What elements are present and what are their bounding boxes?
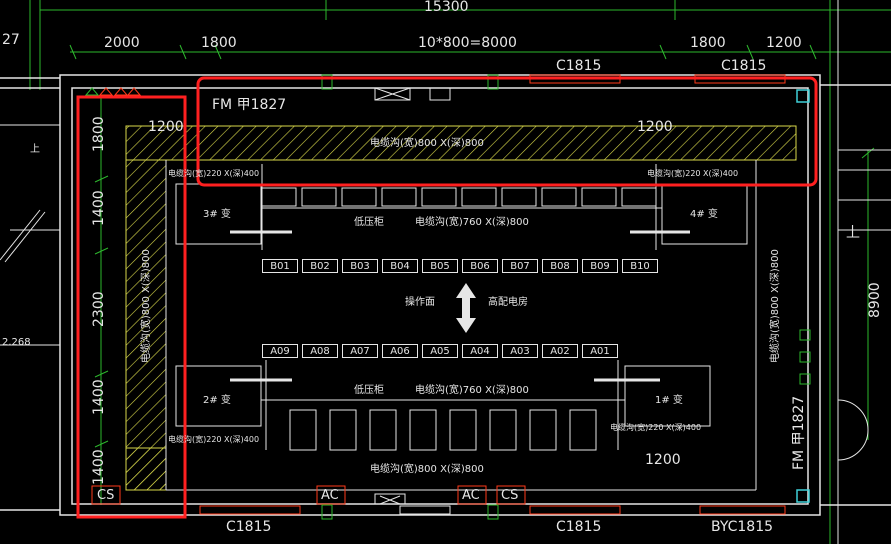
door-fm-top: FM 甲1827 bbox=[212, 97, 287, 113]
bus-b01: B01 bbox=[262, 259, 298, 273]
bus-a01: A01 bbox=[582, 344, 618, 358]
red-highlight-boxes bbox=[76, 76, 818, 519]
trench-top: 电缆沟(宽)800 X(深)800 bbox=[370, 138, 484, 149]
left-dim-1400-c: 1400 bbox=[91, 449, 107, 485]
trench-right: 电缆沟(宽)800 X(深)800 bbox=[770, 249, 781, 363]
bus-a02: A02 bbox=[542, 344, 578, 358]
bus-b02: B02 bbox=[302, 259, 338, 273]
left-dim-1800: 1800 bbox=[91, 116, 107, 152]
low-voltage-cabinet-lower: 低压柜 bbox=[354, 385, 384, 396]
center-double-arrow bbox=[456, 283, 476, 333]
bus-b05: B05 bbox=[422, 259, 458, 273]
operation-face-label: 操作面 bbox=[405, 297, 435, 308]
transformer-1: 1# 变 bbox=[655, 395, 683, 406]
bus-b09: B09 bbox=[582, 259, 618, 273]
bus-b10: B10 bbox=[622, 259, 658, 273]
stair-up-left: 上 bbox=[30, 144, 40, 155]
tag-ac-2: AC bbox=[462, 488, 480, 503]
bus-b06: B06 bbox=[462, 259, 498, 273]
inner-dim-1200-top-left: 1200 bbox=[148, 119, 184, 135]
inner-dim-1200-bottom-right: 1200 bbox=[645, 452, 681, 468]
transformer-busbars bbox=[230, 230, 690, 382]
tag-cs-left: CS bbox=[97, 488, 115, 503]
top-door-swing bbox=[374, 87, 451, 505]
trench-small-tr: 电缆沟(宽)220 X(深)400 bbox=[647, 169, 739, 178]
left-dimension-lines bbox=[94, 95, 109, 505]
trench-left: 电缆沟(宽)800 X(深)800 bbox=[141, 249, 152, 363]
left-elevation: 2.268 bbox=[2, 337, 31, 348]
bus-b08: B08 bbox=[542, 259, 578, 273]
tag-boxes bbox=[91, 485, 526, 505]
right-dim-8900: 8900 bbox=[867, 282, 883, 318]
top-dimension-lines bbox=[29, 0, 891, 544]
top-total-dimension: 15300 bbox=[424, 0, 469, 15]
top-dim-8000: 10*800=8000 bbox=[418, 35, 517, 51]
trench-small-tl: 电缆沟(宽)220 X(深)400 bbox=[168, 169, 260, 178]
left-stair bbox=[0, 124, 60, 346]
vent-markers bbox=[84, 74, 811, 520]
transformer-3: 3# 变 bbox=[203, 209, 231, 220]
stair-up-right: 上 bbox=[846, 225, 860, 241]
trench-upper-mid: 电缆沟(宽)760 X(深)800 bbox=[415, 217, 529, 228]
tag-cs-right: CS bbox=[501, 488, 519, 503]
trench-lower-mid: 电缆沟(宽)760 X(深)800 bbox=[415, 385, 529, 396]
bus-a03: A03 bbox=[502, 344, 538, 358]
bus-b04: B04 bbox=[382, 259, 418, 273]
bus-a08: A08 bbox=[302, 344, 338, 358]
tag-ac-1: AC bbox=[321, 488, 339, 503]
window-top-c1815-2: C1815 bbox=[721, 58, 767, 74]
trench-small-bl: 电缆沟(宽)220 X(深)400 bbox=[168, 435, 260, 444]
top-left-partial-dimension: 27 bbox=[2, 32, 20, 48]
inner-dim-1200-top-right: 1200 bbox=[637, 119, 673, 135]
window-bottom-byc1815: BYC1815 bbox=[711, 519, 774, 535]
top-dim-1800-right: 1800 bbox=[690, 35, 726, 51]
bus-b03: B03 bbox=[342, 259, 378, 273]
trench-bottom: 电缆沟(宽)800 X(深)800 bbox=[370, 464, 484, 475]
top-dim-1800-left: 1800 bbox=[201, 35, 237, 51]
bus-b07: B07 bbox=[502, 259, 538, 273]
transformer-4: 4# 变 bbox=[690, 209, 718, 220]
trench-small-br: 电缆沟(宽)220 X(深)400 bbox=[610, 423, 702, 432]
window-bottom-c1815-2: C1815 bbox=[556, 519, 602, 535]
corner-markers bbox=[796, 89, 810, 503]
upper-cabinet-row bbox=[261, 164, 657, 250]
left-dim-1400-b: 1400 bbox=[91, 379, 107, 415]
left-dim-2300: 2300 bbox=[91, 291, 107, 327]
top-dim-1200: 1200 bbox=[766, 35, 802, 51]
window-bottom-c1815-1: C1815 bbox=[226, 519, 272, 535]
lower-cabinet-row bbox=[265, 360, 619, 451]
bus-a05: A05 bbox=[422, 344, 458, 358]
bus-a04: A04 bbox=[462, 344, 498, 358]
bus-a07: A07 bbox=[342, 344, 378, 358]
high-voltage-room-label: 高配电房 bbox=[488, 297, 528, 308]
right-stair bbox=[837, 149, 891, 461]
left-dim-1400-a: 1400 bbox=[91, 190, 107, 226]
bus-a09: A09 bbox=[262, 344, 298, 358]
door-fm-right: FM 甲1827 bbox=[791, 395, 807, 470]
low-voltage-cabinet-upper: 低压柜 bbox=[354, 217, 384, 228]
cable-trench-hatched bbox=[125, 125, 797, 491]
window-top-c1815-1: C1815 bbox=[556, 58, 602, 74]
top-dim-2000: 2000 bbox=[104, 35, 140, 51]
transformer-2: 2# 变 bbox=[203, 395, 231, 406]
inner-room-outline bbox=[165, 160, 757, 491]
bus-a06: A06 bbox=[382, 344, 418, 358]
